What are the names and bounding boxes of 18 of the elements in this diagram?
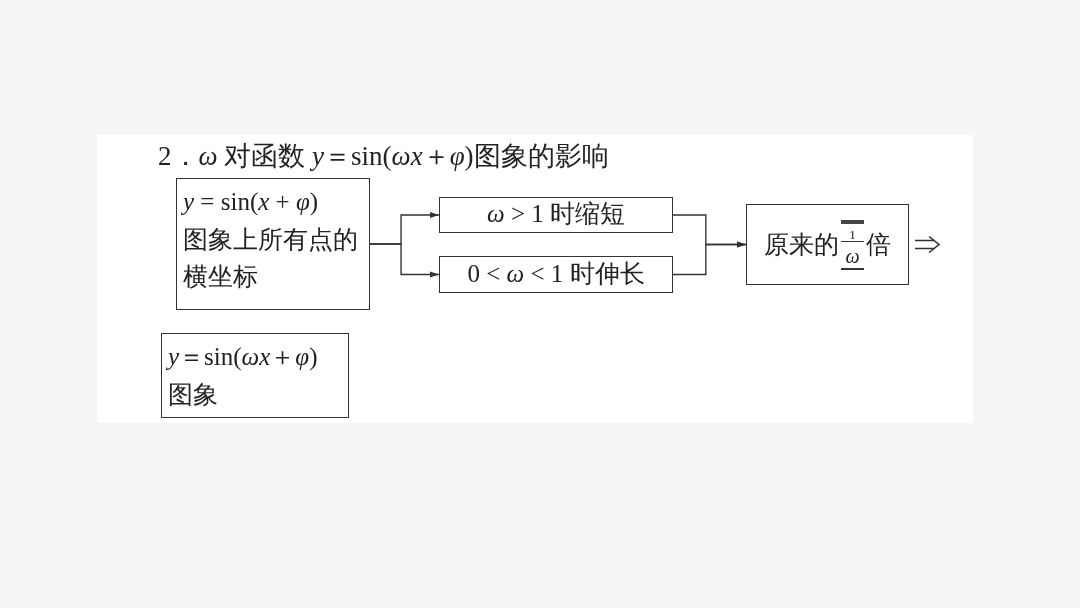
formula: y＝sin(ωx＋φ) — [168, 342, 319, 373]
process-box — [439, 256, 673, 293]
box-text: ω > 1 时缩短 — [486, 199, 626, 229]
box-text: 倍 — [865, 229, 891, 260]
box-text: 图象上所有点的横坐标 — [183, 224, 359, 292]
box-text: 0 < ω < 1 时伸长 — [466, 259, 646, 289]
box-text: 原来的 — [764, 229, 840, 260]
fraction: 1 ω — [841, 219, 864, 270]
arrow — [369, 243, 440, 278]
process-box — [176, 178, 370, 310]
process-box — [746, 204, 909, 285]
arrow — [672, 241, 747, 276]
process-box — [161, 333, 349, 418]
formula: y = sin(x + φ) — [183, 187, 320, 218]
process-box — [439, 197, 673, 233]
double-arrow — [914, 235, 941, 254]
box-text: 图象 — [168, 379, 219, 410]
title: 2．ω 对函数 y＝sin(ωx＋φ)图象的影响 — [158, 140, 609, 173]
